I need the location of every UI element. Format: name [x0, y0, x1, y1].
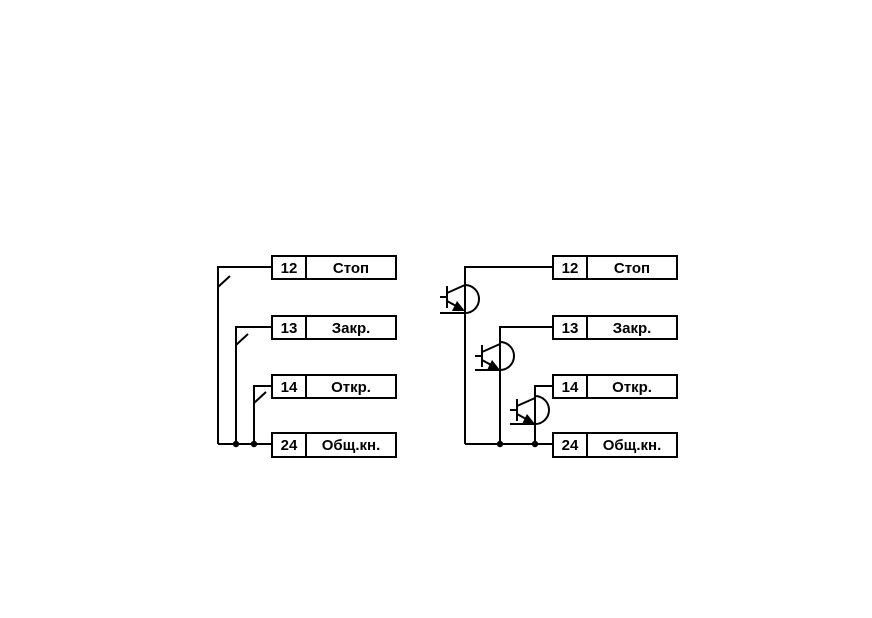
left-terminal-12: 12 Стоп	[271, 255, 397, 280]
right-terminal-12-number: 12	[562, 260, 579, 277]
left-switch-close	[235, 326, 272, 444]
right-terminal-14-number: 14	[562, 379, 579, 396]
transistor-stop	[440, 266, 553, 444]
right-panel: 12 Стоп 13 Закр. 14 Откр. 24 Общ.кн.	[440, 255, 678, 458]
transistor-close	[475, 326, 553, 444]
left-terminal-24-number: 24	[281, 437, 298, 454]
left-switch-open	[253, 385, 272, 444]
right-terminal-13-label: Закр.	[613, 320, 652, 337]
right-terminal-24: 24 Общ.кн.	[552, 432, 678, 458]
transistor-open	[510, 385, 553, 444]
right-terminal-13: 13 Закр.	[552, 315, 678, 340]
left-terminal-13: 13 Закр.	[271, 315, 397, 340]
right-terminal-13-number: 13	[562, 320, 579, 337]
left-terminal-12-label: Стоп	[333, 260, 369, 277]
left-junction-dot	[232, 440, 240, 448]
right-terminal-12-label: Стоп	[614, 260, 650, 277]
left-junction-dot	[250, 440, 258, 448]
left-terminal-13-number: 13	[281, 320, 298, 337]
left-switch-stop	[217, 266, 272, 444]
left-panel: 12 Стоп 13 Закр. 14 Откр. 24 Общ.кн.	[217, 255, 397, 458]
right-terminal-14-label: Откр.	[612, 379, 652, 396]
right-terminal-24-label: Общ.кн.	[603, 437, 662, 454]
right-terminal-24-number: 24	[562, 437, 579, 454]
left-terminal-14: 14 Откр.	[271, 374, 397, 399]
left-terminal-12-number: 12	[281, 260, 298, 277]
left-terminal-24: 24 Общ.кн.	[271, 432, 397, 458]
left-terminal-14-number: 14	[281, 379, 298, 396]
right-terminal-12: 12 Стоп	[552, 255, 678, 280]
right-junction-dot	[531, 440, 539, 448]
right-terminal-14: 14 Откр.	[552, 374, 678, 399]
left-terminal-14-label: Откр.	[331, 379, 371, 396]
right-junction-dot	[496, 440, 504, 448]
left-terminal-13-label: Закр.	[332, 320, 371, 337]
left-terminal-24-label: Общ.кн.	[322, 437, 381, 454]
